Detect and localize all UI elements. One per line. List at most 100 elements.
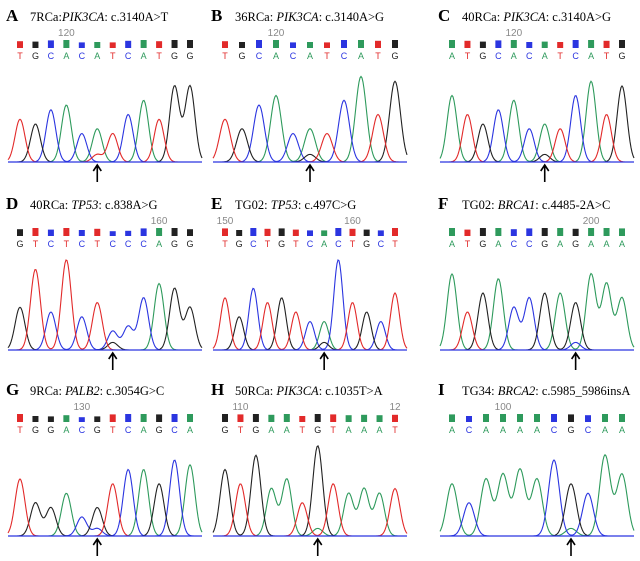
quality-bar: [17, 41, 23, 48]
quality-bar: [171, 414, 178, 422]
quality-bar: [140, 414, 147, 422]
trace-C: [440, 95, 634, 163]
quality-bar: [187, 414, 193, 422]
quality-bar: [377, 230, 384, 236]
quality-bar: [307, 42, 313, 48]
trace-T: [8, 259, 202, 351]
quality-bar: [392, 40, 398, 48]
variant: : c.3054G>C: [99, 384, 165, 398]
quality-bar: [619, 40, 625, 48]
base-call: G: [479, 239, 486, 249]
quality-bar: [156, 228, 163, 236]
base-call: T: [265, 239, 271, 249]
position-label: 160: [344, 216, 361, 227]
base-call: C: [125, 239, 132, 249]
quality-bar: [392, 414, 398, 422]
sample-id: 40RCa:: [462, 10, 504, 24]
base-call: T: [222, 239, 228, 249]
quality-bar: [483, 414, 489, 422]
base-call: T: [300, 425, 306, 435]
quality-bar: [222, 414, 228, 422]
quality-bar: [500, 414, 506, 422]
quality-bar: [464, 40, 471, 48]
base-call: A: [542, 51, 548, 61]
quality-bar: [156, 41, 163, 48]
position-label: 12: [389, 402, 401, 413]
quality-bar: [479, 228, 486, 236]
quality-bar: [358, 40, 364, 48]
quality-bar: [349, 228, 356, 236]
quality-bar: [125, 414, 132, 422]
sample-id: 36RCa:: [235, 10, 277, 24]
quality-bar: [156, 414, 163, 422]
quality-bar: [237, 414, 244, 422]
base-call: C: [572, 51, 579, 61]
quality-bar: [603, 228, 610, 236]
trace-A: [439, 272, 635, 351]
panel-title: 50RCa: PIK3CA: c.1035T>A: [235, 384, 383, 399]
base-call: T: [33, 239, 39, 249]
base-call: G: [391, 51, 398, 61]
base-call: A: [63, 425, 69, 435]
panel-title: 7RCa:PIK3CA: c.3140A>T: [30, 10, 168, 25]
base-call: A: [268, 425, 274, 435]
quality-bar: [330, 414, 337, 422]
quality-bar: [32, 228, 39, 236]
base-call: T: [324, 51, 330, 61]
sample-id: TG34:: [462, 384, 498, 398]
sample-id: 50RCa:: [235, 384, 277, 398]
variant: : c.3140A>G: [545, 10, 612, 24]
quality-bar: [47, 229, 54, 236]
base-call: G: [572, 239, 579, 249]
base-call: A: [361, 425, 367, 435]
trace-G: [212, 444, 407, 537]
base-call: C: [125, 51, 132, 61]
panel-title: TG02: TP53: c.497C>G: [235, 198, 356, 213]
arrow-icon: [108, 351, 118, 370]
quality-bar: [602, 414, 608, 422]
base-call: A: [534, 425, 540, 435]
base-call: G: [479, 51, 486, 61]
quality-bar: [94, 416, 101, 422]
arrow-icon: [570, 351, 581, 370]
trace-A: [8, 99, 202, 163]
panel-letter: G: [6, 380, 20, 399]
base-call: A: [500, 425, 506, 435]
base-call: C: [526, 51, 533, 61]
trace-G: [440, 483, 634, 537]
base-call: A: [588, 51, 594, 61]
panel-letter: A: [6, 6, 19, 25]
trace-C: [213, 99, 407, 163]
base-call: T: [465, 239, 471, 249]
quality-bar: [619, 414, 625, 422]
variant: : c.1035T>A: [318, 384, 383, 398]
quality-bar: [78, 230, 85, 236]
quality-bar: [17, 229, 23, 236]
base-call: C: [171, 425, 178, 435]
quality-bar: [222, 41, 228, 48]
quality-bar: [187, 40, 193, 48]
quality-bar: [256, 40, 262, 48]
sample-id: TG02:: [235, 198, 271, 212]
quality-bar: [449, 40, 455, 48]
quality-bar: [236, 230, 243, 236]
base-call: A: [377, 425, 383, 435]
panel-letter: F: [438, 194, 449, 213]
base-call: G: [278, 239, 285, 249]
base-call: T: [604, 51, 610, 61]
quality-bar: [588, 40, 595, 48]
base-call: A: [346, 425, 352, 435]
base-call: T: [392, 425, 398, 435]
base-call: A: [483, 425, 489, 435]
base-call: T: [110, 51, 116, 61]
panel-letter: C: [438, 6, 451, 25]
gene-name: BRCA1: [497, 198, 536, 212]
base-call: C: [290, 51, 297, 61]
